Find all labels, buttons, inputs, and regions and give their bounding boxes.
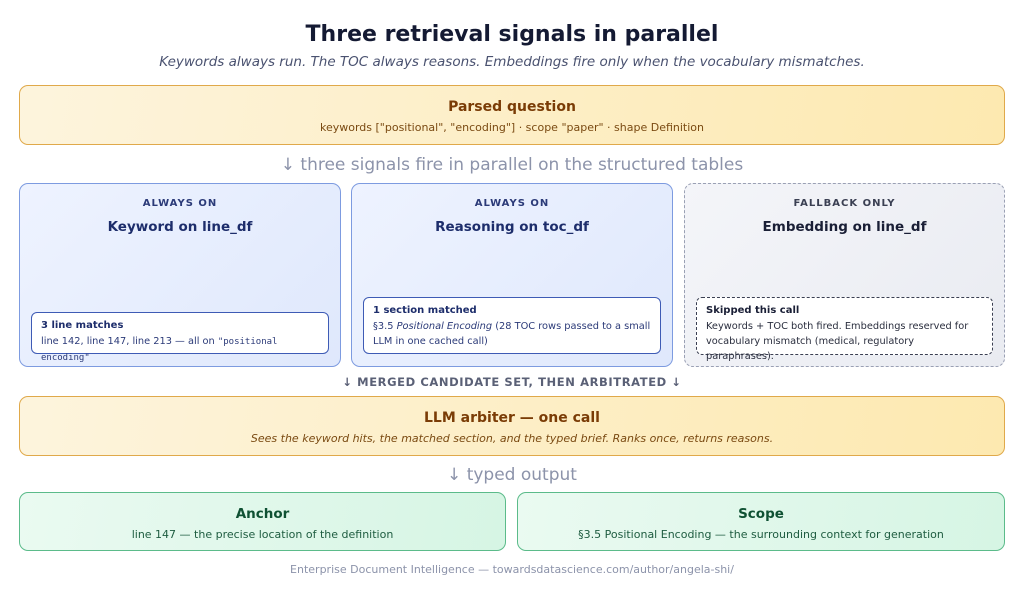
result-text-prefix: §3.5	[373, 321, 397, 332]
output-title: Scope	[738, 506, 784, 522]
flow-label-parallel: ↓ three signals fire in parallel on the …	[280, 155, 744, 175]
footer-credit: Enterprise Document Intelligence — towar…	[290, 563, 734, 576]
result-text: Keywords + TOC both fired. Embeddings re…	[706, 321, 969, 362]
parsed-question-title: Parsed question	[448, 99, 576, 115]
signal-card-embedding: FALLBACK ONLY Embedding on line_df Skipp…	[684, 183, 1005, 367]
signal-badge: ALWAYS ON	[474, 198, 550, 209]
result-title: 1 section matched	[373, 305, 477, 316]
signal-card-reasoning: ALWAYS ON Reasoning on toc_df 1 section …	[351, 183, 673, 367]
result-text-prefix: line 142, line 147, line 213 — all on	[41, 336, 218, 347]
arbiter-box: LLM arbiter — one call Sees the keyword …	[19, 396, 1005, 456]
signal-result-keyword: 3 line matches line 142, line 147, line …	[31, 312, 329, 363]
signal-card-keyword: ALWAYS ON Keyword on line_df 3 line matc…	[19, 183, 341, 367]
flow-label-merged: ↓ MERGED CANDIDATE SET, THEN ARBITRATED …	[342, 375, 682, 389]
page-title: Three retrieval signals in parallel	[305, 22, 719, 47]
flow-label-output: ↓ typed output	[447, 465, 577, 485]
parsed-question-detail: keywords ["positional", "encoding"] · sc…	[319, 121, 705, 134]
arbiter-title: LLM arbiter — one call	[424, 410, 600, 426]
signal-badge: FALLBACK ONLY	[793, 198, 896, 209]
page-subtitle: Keywords always run. The TOC always reas…	[159, 54, 865, 70]
result-title: 3 line matches	[41, 320, 124, 331]
signal-badge: ALWAYS ON	[142, 198, 218, 209]
signal-title: Keyword on line_df	[107, 219, 253, 235]
output-scope-box: Scope §3.5 Positional Encoding — the sur…	[517, 492, 1005, 551]
output-anchor-box: Anchor line 147 — the precise location o…	[19, 492, 506, 551]
result-title: Skipped this call	[706, 305, 800, 316]
output-title: Anchor	[235, 506, 290, 522]
result-text: §3.5 Positional Encoding (28 TOC rows pa…	[373, 319, 651, 349]
parsed-question-box: Parsed question keywords ["positional", …	[19, 85, 1005, 145]
output-detail: line 147 — the precise location of the d…	[131, 528, 394, 541]
signal-title: Reasoning on toc_df	[435, 219, 589, 235]
result-text: line 142, line 147, line 213 — all on "p…	[41, 334, 319, 366]
result-text-italic: Positional Encoding	[396, 321, 493, 332]
result-text-suffix: (28 TOC rows passed to a small LLM in on…	[373, 321, 651, 347]
result-code: "positional encoding"	[41, 337, 278, 363]
output-detail: §3.5 Positional Encoding — the surroundi…	[578, 528, 944, 541]
arbiter-detail: Sees the keyword hits, the matched secti…	[250, 432, 774, 445]
signal-result-embedding: Skipped this call Keywords + TOC both fi…	[696, 297, 993, 362]
signal-result-reasoning: 1 section matched §3.5 Positional Encodi…	[363, 297, 661, 354]
signal-title: Embedding on line_df	[762, 219, 927, 235]
